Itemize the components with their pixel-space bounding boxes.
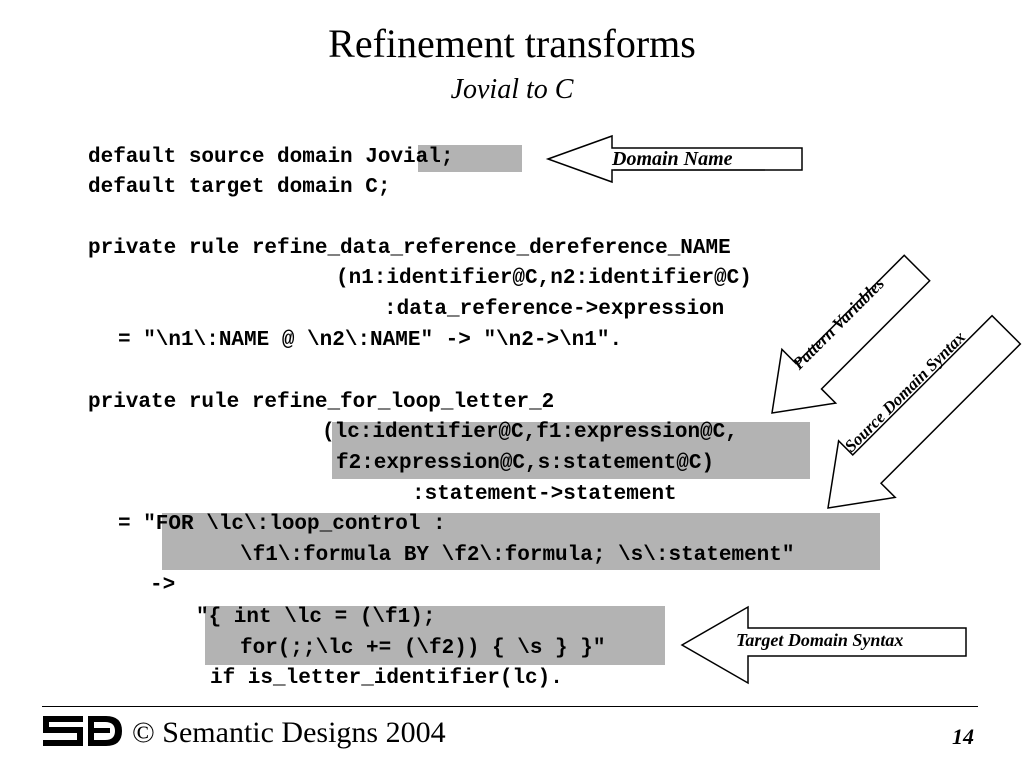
callout-domain-name: Domain Name — [612, 148, 733, 170]
target-syntax-arrow-icon — [680, 605, 967, 685]
code-line-rule1-body: = "\n1\:NAME @ \n2\:NAME" -> "\n2->\n1". — [118, 329, 623, 352]
code-line-rule2-target2: for(;;\lc += (\f2)) { \s } }" — [240, 637, 606, 660]
code-line-target-domain: default target domain C; — [88, 176, 391, 199]
code-text: ; — [440, 146, 454, 169]
code-line-source-domain: default source domain Jovial; — [88, 143, 453, 173]
code-domain-name: Jovial — [365, 146, 441, 169]
highlight-target-syntax — [205, 606, 665, 665]
callout-target-domain-syntax: Target Domain Syntax — [736, 630, 904, 650]
code-line-rule2-header: private rule refine_for_loop_letter_2 — [88, 391, 555, 414]
footer-divider — [42, 706, 978, 707]
source-syntax-arrow-icon — [827, 314, 1022, 509]
code-line-rule1-type: :data_reference->expression — [384, 298, 725, 321]
code-line-rule2-source1: = "FOR \lc\:loop_control : — [118, 513, 446, 536]
highlight-source-syntax — [162, 513, 880, 570]
code-line-rule1-header: private rule refine_data_reference_deref… — [88, 237, 731, 260]
domain-name-arrow-icon — [545, 134, 803, 184]
code-line-rule2-params2: f2:expression@C,s:statement@C) — [336, 452, 715, 475]
code-line-rule2-target1: "{ int \lc = (\f1); — [196, 606, 436, 629]
highlight-jovial — [418, 145, 522, 172]
code-line-rule2-params1: (lc:identifier@C,f1:expression@C, — [322, 421, 738, 444]
code-line-rule2-type: :statement->statement — [412, 483, 677, 506]
footer-copyright: © Semantic Designs 2004 — [132, 716, 446, 749]
code-line-rule2-condition: if is_letter_identifier(lc). — [210, 667, 563, 690]
highlight-pattern-variables — [332, 422, 810, 479]
pattern-variables-arrow-icon — [771, 254, 931, 414]
code-text: default source domain — [88, 146, 366, 169]
slide-subtitle: Jovial to C — [450, 74, 574, 105]
slide-title: Refinement transforms — [328, 21, 696, 66]
code-line-rule2-source2: \f1\:formula BY \f2\:formula; \s\:statem… — [240, 544, 795, 567]
code-line-rule1-params: (n1:identifier@C,n2:identifier@C) — [336, 267, 752, 290]
semantic-designs-logo-icon — [43, 716, 122, 746]
code-line-rule2-arrow: -> — [150, 574, 176, 597]
page-number: 14 — [952, 724, 974, 749]
